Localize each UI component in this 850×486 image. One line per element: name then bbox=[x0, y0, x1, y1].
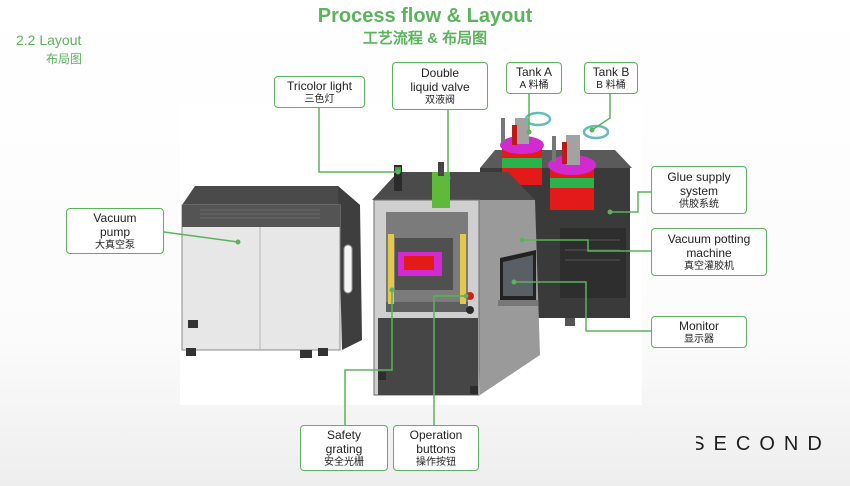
leader-dot-tank-b bbox=[589, 127, 595, 133]
leader-vacuum-pump bbox=[163, 231, 239, 243]
leader-dot-monitor bbox=[511, 279, 517, 285]
vacuum-pump-cabinet-illustration bbox=[181, 186, 362, 358]
leader-tricolor-light bbox=[318, 108, 398, 173]
callout-operation-buttons-en: Operation buttons bbox=[409, 427, 463, 456]
callout-vacuum-pump-cn: 大真空泵 bbox=[95, 239, 135, 251]
callout-vacuum-potting-machine-en: Vacuum potting machine bbox=[667, 231, 751, 260]
callout-tricolor-light: Tricolor light 三色灯 bbox=[274, 76, 365, 108]
callout-tricolor-light-en: Tricolor light bbox=[287, 78, 352, 93]
leader-dot-safety-grating bbox=[389, 287, 395, 293]
callout-double-liquid-valve: Double liquid valve 双液阀 bbox=[392, 62, 488, 110]
leader-operation-buttons bbox=[433, 295, 466, 425]
callout-monitor: Monitor 显示器 bbox=[651, 316, 747, 348]
callout-operation-buttons-cn: 操作按钮 bbox=[416, 456, 456, 468]
page-title-cn: 工艺流程 & 布局图 bbox=[362, 30, 488, 47]
leader-dot-glue-supply bbox=[607, 209, 613, 215]
callout-monitor-en: Monitor bbox=[678, 318, 719, 333]
callout-safety-grating-en: Safety grating bbox=[325, 427, 363, 456]
callout-safety-grating: Safety grating 安全光栅 bbox=[300, 425, 388, 471]
callout-monitor-cn: 显示器 bbox=[684, 333, 714, 345]
leader-dot-vacuum-pump bbox=[235, 239, 241, 245]
leader-potting-machine bbox=[522, 239, 651, 252]
callout-glue-supply-system-en: Glue supply system bbox=[667, 169, 731, 198]
section-title-cn: 布局图 bbox=[46, 52, 83, 66]
callout-tank-a-cn: A 料桶 bbox=[519, 79, 549, 91]
callout-vacuum-potting-machine-cn: 真空灌胶机 bbox=[684, 260, 734, 272]
callout-vacuum-potting-machine: Vacuum potting machine 真空灌胶机 bbox=[651, 228, 767, 276]
leader-safety-grating bbox=[344, 290, 393, 425]
leader-dot-tricolor-light bbox=[395, 169, 401, 175]
leader-dot-potting-machine bbox=[519, 237, 525, 243]
callout-vacuum-pump: Vacuum pump 大真空泵 bbox=[66, 208, 164, 254]
callout-tank-b-cn: B 料桶 bbox=[596, 79, 626, 91]
callout-glue-supply-system: Glue supply system 供胶系统 bbox=[651, 166, 747, 214]
leader-dot-operation-buttons bbox=[463, 293, 469, 299]
leader-tank-b bbox=[591, 94, 611, 131]
callout-tank-b: Tank B B 料桶 bbox=[584, 62, 638, 94]
callout-operation-buttons: Operation buttons 操作按钮 bbox=[393, 425, 479, 471]
second-logo: SECOND bbox=[696, 433, 826, 455]
vacuum-potting-machine-illustration bbox=[372, 162, 540, 396]
callout-vacuum-pump-en: Vacuum pump bbox=[93, 210, 137, 239]
callout-tank-a-en: Tank A bbox=[515, 64, 553, 79]
callout-safety-grating-cn: 安全光栅 bbox=[324, 456, 364, 468]
callout-glue-supply-system-cn: 供胶系统 bbox=[679, 198, 719, 210]
leader-dot-double-liquid-valve bbox=[445, 175, 451, 181]
leader-monitor bbox=[514, 281, 651, 332]
second-logo-text: SECOND bbox=[696, 433, 826, 455]
callout-double-liquid-valve-cn: 双液阀 bbox=[425, 94, 455, 106]
callout-tank-b-en: Tank B bbox=[592, 64, 630, 79]
callout-double-liquid-valve-en: Double liquid valve bbox=[410, 65, 470, 94]
leader-glue-supply bbox=[610, 191, 651, 213]
section-number: 2.2 Layout bbox=[16, 32, 82, 48]
page-title: Process flow & Layout bbox=[317, 5, 533, 27]
leader-dot-tank-a bbox=[526, 129, 532, 135]
callout-tricolor-light-cn: 三色灯 bbox=[304, 93, 335, 105]
callout-tank-a: Tank A A 料桶 bbox=[506, 62, 562, 94]
